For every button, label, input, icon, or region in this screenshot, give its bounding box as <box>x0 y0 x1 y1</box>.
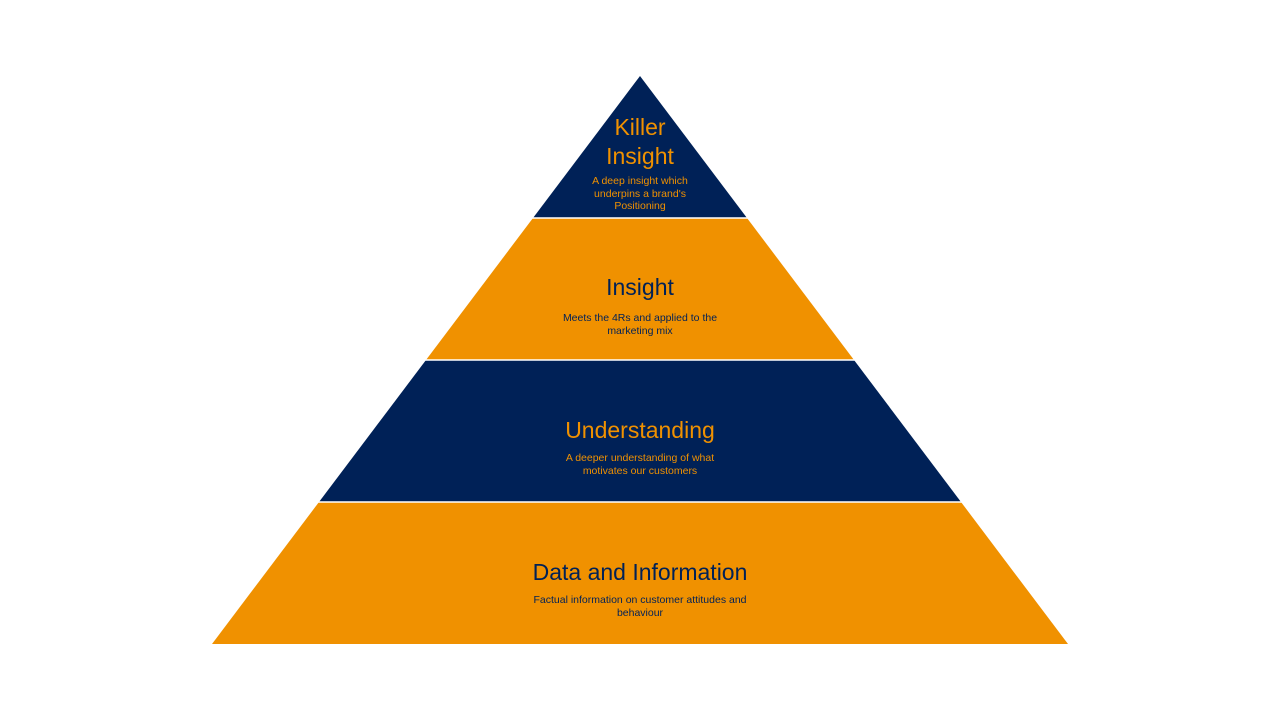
tier-title: Understanding <box>565 417 715 443</box>
tier-description: Factual information on customer attitude… <box>533 594 747 619</box>
tier-title: Killer Insight <box>606 114 674 169</box>
pyramid-tier-data-information: Data and Information Factual information… <box>440 558 840 619</box>
pyramid-tier-insight: Insight Meets the 4Rs and applied to the… <box>440 273 840 337</box>
tier-description: A deeper understanding of what motivates… <box>565 452 715 477</box>
pyramid-tier-understanding: Understanding A deeper understanding of … <box>440 416 840 477</box>
pyramid-tier-killer-insight: Killer Insight A deep insight which unde… <box>440 113 840 213</box>
pyramid-tier-killer-insight-shape <box>533 76 747 218</box>
pyramid-tier-insight-shape <box>426 218 854 360</box>
tier-title: Insight <box>606 274 674 300</box>
tier-description: A deep insight which underpins a brand's… <box>592 175 688 212</box>
pyramid-tier-data-information-shape <box>212 502 1068 644</box>
tier-title: Data and Information <box>532 559 748 585</box>
pyramid-tier-understanding-shape <box>319 360 961 502</box>
tier-description: Meets the 4Rs and applied to the marketi… <box>562 312 718 337</box>
